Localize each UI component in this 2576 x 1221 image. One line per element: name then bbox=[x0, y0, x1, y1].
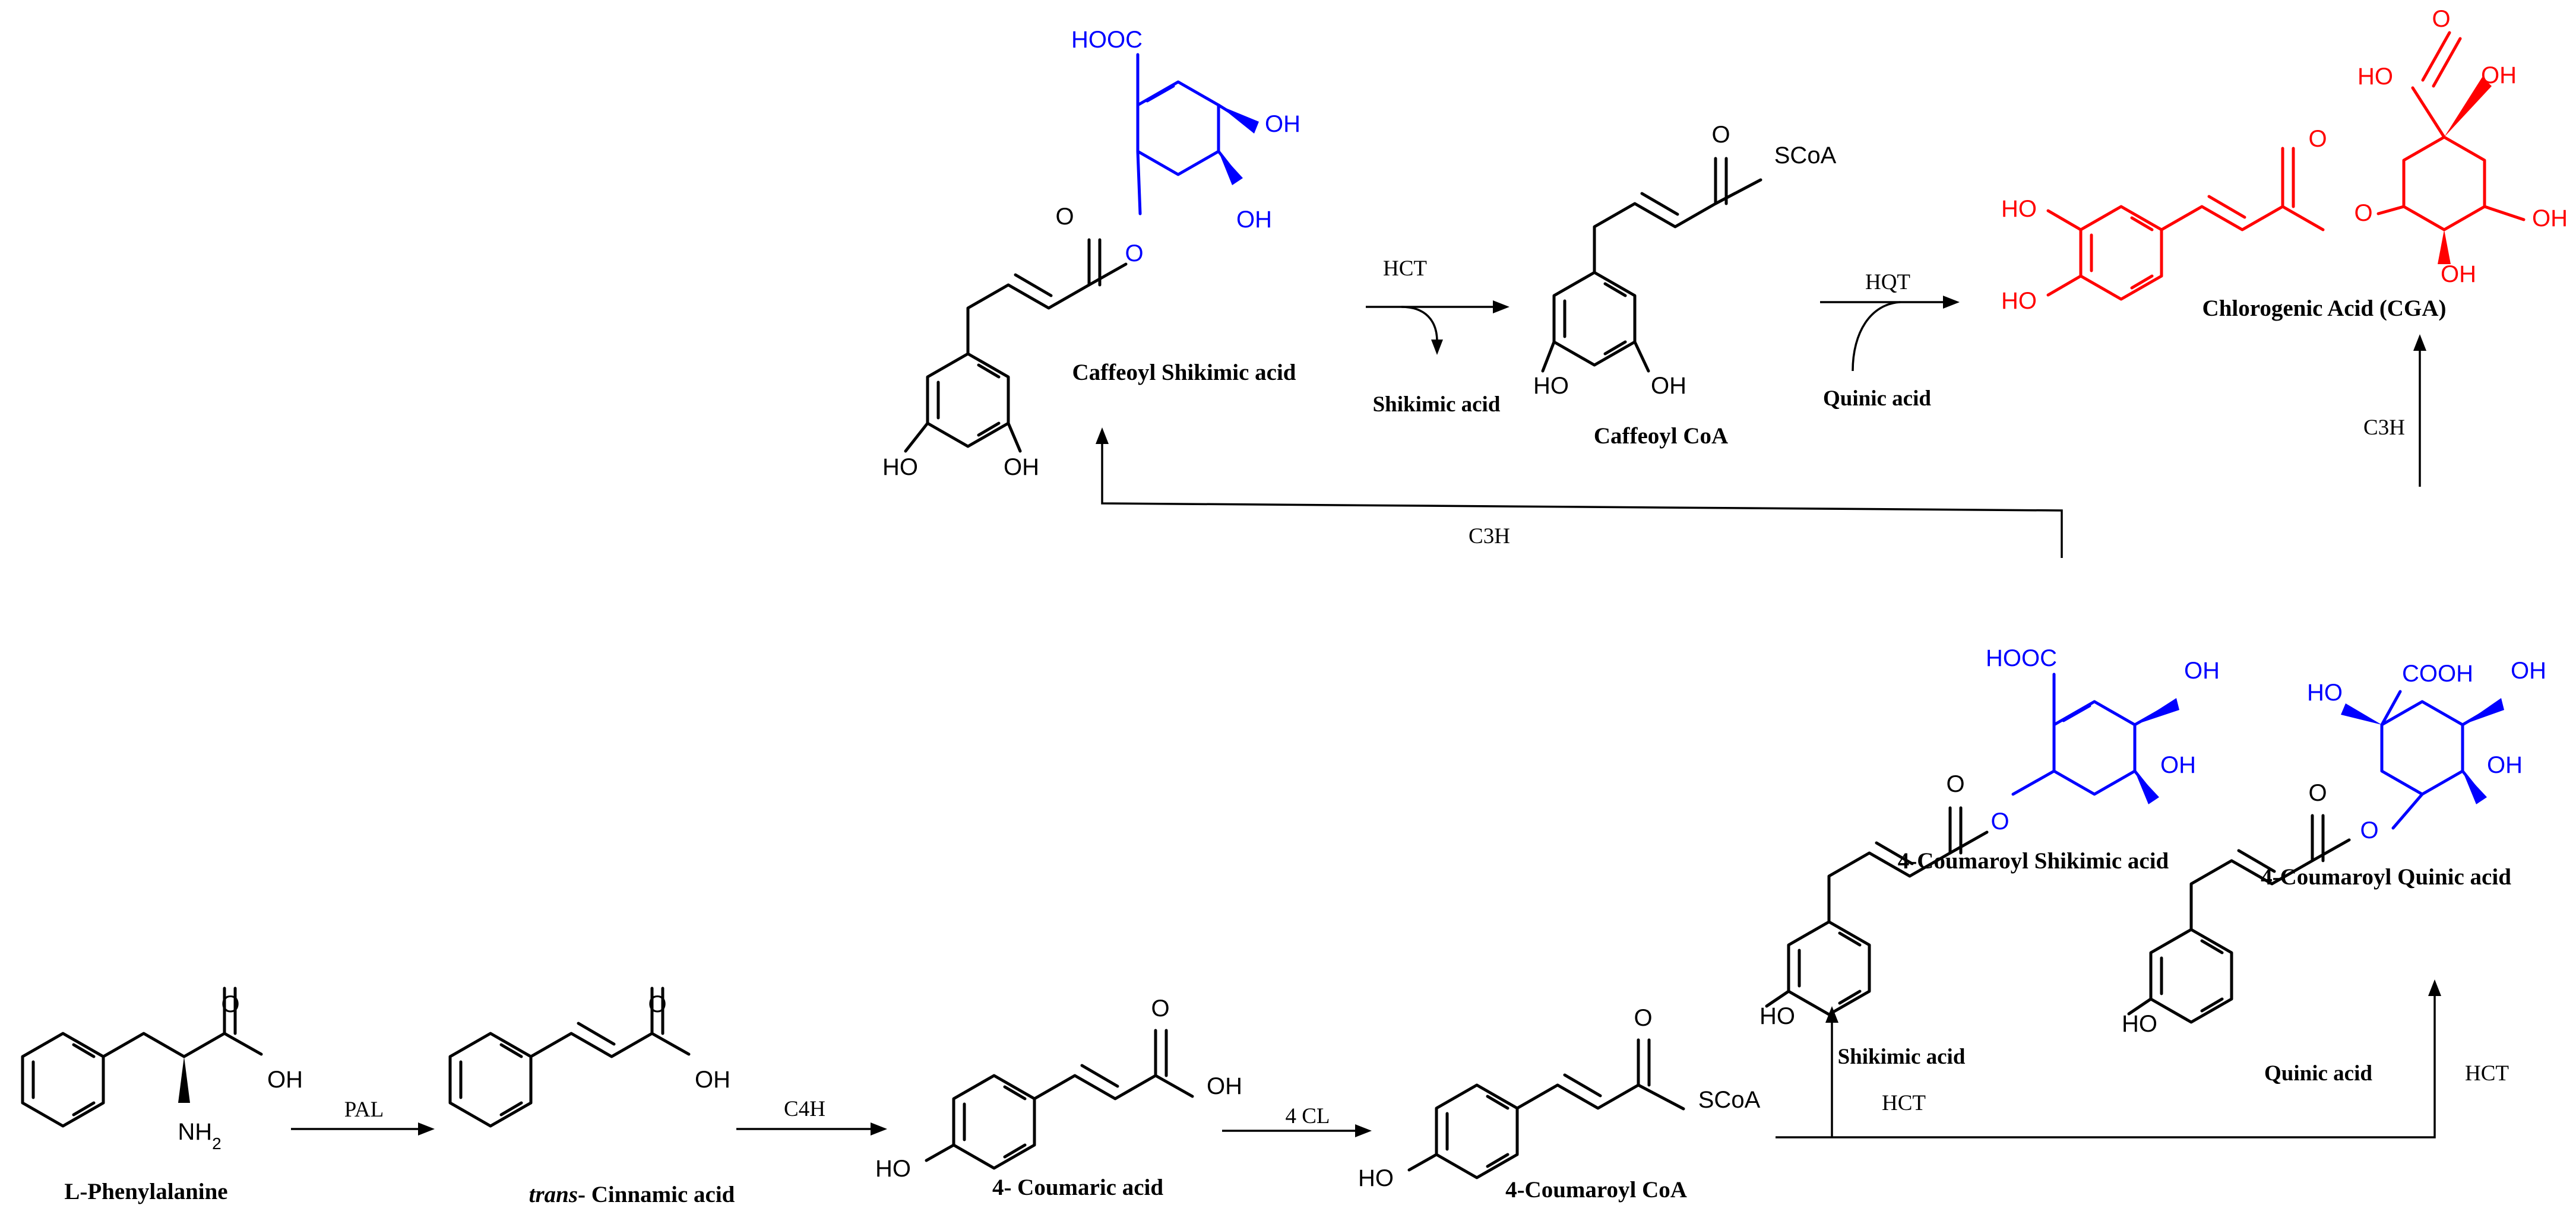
cofactor-shikimic-acid-in: Shikimic acid bbox=[1838, 1045, 1966, 1069]
atom-ho: HO bbox=[882, 454, 918, 480]
atom-oh: OH bbox=[2511, 658, 2546, 684]
atom-cooh: COOH bbox=[2402, 661, 2473, 687]
enzyme-hct-quinic: HCT bbox=[2465, 1061, 2509, 1086]
label-l-phenylalanine: L-Phenylalanine bbox=[64, 1179, 227, 1204]
atom-ho: HO bbox=[875, 1156, 911, 1182]
cofactor-quinic-acid-in: Quinic acid bbox=[2264, 1061, 2372, 1086]
atom-oh: OH bbox=[2441, 261, 2476, 287]
atom-o: O bbox=[648, 991, 666, 1017]
atom-ho: HO bbox=[1358, 1165, 1394, 1191]
atom-o: O bbox=[1055, 204, 1074, 230]
atom-o: O bbox=[1151, 995, 1169, 1022]
enzyme-pal: PAL bbox=[344, 1098, 384, 1122]
atom-oh: OH bbox=[1207, 1073, 1242, 1099]
atom-oh: OH bbox=[695, 1067, 730, 1093]
atom-o: O bbox=[1711, 122, 1730, 148]
structure-4-coumaroyl-coa: O SCoA HO bbox=[1358, 1005, 1761, 1191]
label-4-coumaric-acid: 4- Coumaric acid bbox=[992, 1175, 1163, 1200]
enzyme-c3h-right: C3H bbox=[2363, 416, 2405, 440]
atom-scoa: SCoA bbox=[1774, 142, 1837, 169]
label-4-coumaroyl-quinic-acid: 4-Coumaroyl Quinic acid bbox=[2261, 864, 2511, 890]
arrow-c3h-left bbox=[1096, 427, 2063, 558]
atom-o: O bbox=[1990, 808, 2009, 835]
label-4-coumaroyl-coa: 4-Coumaroyl CoA bbox=[1505, 1177, 1687, 1203]
arrow-pal bbox=[291, 1122, 435, 1136]
label-4-coumaroyl-shikimic-acid: 4-Coumaroyl Shikimic acid bbox=[1898, 848, 2169, 874]
structure-4-coumaroyl-shikimic-acid: O O HO HOOC OH OH bbox=[1759, 645, 2220, 1029]
atom-ho: HO bbox=[1759, 1003, 1795, 1029]
enzyme-hct-shikimic: HCT bbox=[1882, 1091, 1926, 1115]
cofactor-shikimic-acid-out: Shikimic acid bbox=[1373, 392, 1501, 417]
atom-oh: OH bbox=[2481, 62, 2517, 88]
structure-cinnamic-acid: O OH bbox=[448, 987, 730, 1128]
label-chlorogenic-acid: Chlorogenic Acid (CGA) bbox=[2202, 296, 2447, 321]
structure-phenylalanine: O OH NH2 bbox=[21, 987, 303, 1153]
atom-o: O bbox=[1634, 1005, 1652, 1031]
atom-ho: HO bbox=[2357, 64, 2393, 90]
enzyme-hct-top: HCT bbox=[1383, 256, 1427, 281]
atom-oh: OH bbox=[2160, 752, 2196, 778]
atom-o: O bbox=[1125, 240, 1143, 267]
atom-ho: HO bbox=[2001, 288, 2037, 314]
atom-oh: OH bbox=[1651, 373, 1686, 399]
atom-o: O bbox=[2360, 817, 2378, 843]
arrow-hct-top bbox=[1366, 300, 1509, 355]
atom-oh: OH bbox=[1265, 111, 1300, 137]
atom-o: O bbox=[2308, 780, 2327, 806]
atom-hooc: HOOC bbox=[1986, 645, 2057, 671]
enzyme-c4h: C4H bbox=[784, 1097, 825, 1121]
atom-scoa: SCoA bbox=[1698, 1087, 1761, 1113]
enzyme-4cl: 4 CL bbox=[1285, 1104, 1330, 1128]
atom-oh: OH bbox=[1004, 454, 1039, 480]
atom-o: O bbox=[1946, 771, 1964, 797]
atom-ho: HO bbox=[2307, 680, 2343, 706]
structure-4-coumaroyl-quinic-acid: O O HO COOH HO OH OH bbox=[2122, 658, 2546, 1037]
atom-nh2: NH2 bbox=[178, 1119, 221, 1153]
enzyme-hqt: HQT bbox=[1865, 270, 1910, 294]
atom-oh: OH bbox=[267, 1067, 303, 1093]
atom-oh: OH bbox=[2184, 658, 2220, 684]
label-caffeoyl-coa: Caffeoyl CoA bbox=[1594, 423, 1728, 449]
atom-o: O bbox=[2308, 126, 2327, 152]
arrow-hct-branch bbox=[1776, 979, 2441, 1138]
atom-ho: HO bbox=[2001, 196, 2037, 222]
structure-caffeoyl-shikimic-acid: O O HO OH HOOC OH OH bbox=[882, 27, 1300, 480]
structure-chlorogenic-acid: HO HO O O HO O OH OH OH bbox=[2001, 6, 2568, 314]
arrow-hqt bbox=[1820, 296, 1960, 372]
arrow-4cl bbox=[1222, 1124, 1372, 1137]
label-caffeoyl-shikimic-acid: Caffeoyl Shikimic acid bbox=[1072, 360, 1296, 385]
structure-caffeoyl-coa: O SCoA HO OH bbox=[1533, 122, 1837, 399]
atom-hooc: HOOC bbox=[1071, 27, 1143, 53]
atom-o: O bbox=[2354, 200, 2372, 226]
arrow-c3h-right bbox=[2413, 334, 2426, 487]
atom-oh: OH bbox=[2532, 205, 2568, 231]
label-trans-cinnamic-acid: trans- Cinnamic acid bbox=[529, 1182, 735, 1207]
atom-oh: OH bbox=[2487, 752, 2523, 778]
atom-ho: HO bbox=[1533, 373, 1569, 399]
cofactor-quinic-acid-top: Quinic acid bbox=[1823, 386, 1931, 411]
atom-oh: OH bbox=[1236, 207, 1272, 233]
atom-ho: HO bbox=[2122, 1011, 2157, 1037]
atom-o: O bbox=[221, 991, 239, 1017]
arrow-c4h bbox=[736, 1122, 887, 1136]
enzyme-c3h-left: C3H bbox=[1469, 524, 1510, 548]
atom-o: O bbox=[2432, 6, 2450, 32]
structure-4-coumaric-acid: O OH HO bbox=[875, 995, 1242, 1182]
